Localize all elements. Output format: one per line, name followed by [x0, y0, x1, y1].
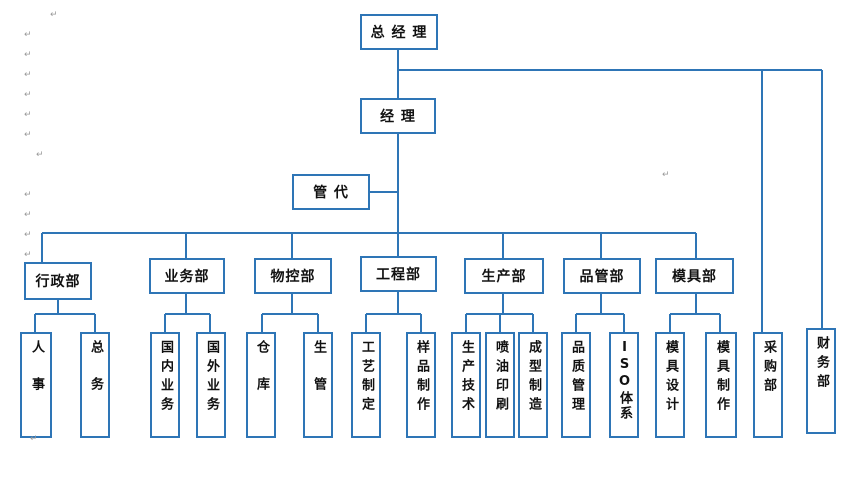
- production-dept-box: 生产部: [464, 258, 544, 294]
- purchasing-dept-label: 采购部: [761, 340, 776, 397]
- production-technology-box: 生产技术: [451, 332, 481, 438]
- management-representative-box: 管 代: [292, 174, 370, 210]
- mold-dept-box: 模具部: [655, 258, 734, 294]
- mold-making-label: 模具制作: [714, 340, 729, 416]
- business-dept-label: 业务部: [164, 269, 210, 285]
- material-control-dept-label: 物控部: [270, 269, 316, 285]
- process-planning-label: 工艺制定: [359, 340, 374, 416]
- engineering-dept-box: 工程部: [360, 256, 437, 292]
- paragraph-mark: ↵: [24, 50, 32, 60]
- general-affairs-label: 总务: [88, 340, 103, 414]
- spray-printing-label: 喷油印刷: [493, 340, 508, 416]
- paragraph-mark: ↵: [24, 130, 32, 140]
- mold-design-box: 模具设计: [655, 332, 685, 438]
- quality-dept-box: 品管部: [563, 258, 641, 294]
- quality-management-box: 品质管理: [561, 332, 591, 438]
- paragraph-mark: ↵: [36, 150, 44, 160]
- foreign-business-box: 国外业务: [196, 332, 226, 438]
- sample-making-box: 样品制作: [406, 332, 436, 438]
- quality-management-label: 品质管理: [569, 340, 584, 416]
- mold-dept-label: 模具部: [672, 269, 717, 285]
- finance-dept-box: 财务部: [806, 328, 836, 434]
- hr-label: 人事: [29, 340, 44, 414]
- general-affairs-box: 总务: [80, 332, 110, 438]
- spray-printing-box: 喷油印刷: [485, 332, 515, 438]
- general-manager-box: 总 经 理: [360, 14, 438, 50]
- paragraph-mark: ↵: [24, 190, 32, 200]
- paragraph-mark: ↵: [24, 70, 32, 80]
- quality-dept-label: 品管部: [579, 269, 625, 285]
- sample-making-label: 样品制作: [414, 340, 429, 416]
- production-dept-label: 生产部: [481, 269, 527, 285]
- production-technology-label: 生产技术: [459, 340, 474, 416]
- iso-system-label: ISO体系: [617, 340, 632, 421]
- molding-manufacturing-label: 成型制造: [526, 340, 541, 416]
- production-management-box: 生管: [303, 332, 333, 438]
- mold-making-box: 模具制作: [705, 332, 737, 438]
- process-planning-box: 工艺制定: [351, 332, 381, 438]
- paragraph-mark: ↵: [24, 210, 32, 220]
- warehouse-box: 仓库: [246, 332, 276, 438]
- business-dept-box: 业务部: [149, 258, 225, 294]
- purchasing-dept-box: 采购部: [753, 332, 783, 438]
- warehouse-label: 仓库: [254, 340, 269, 414]
- manager-label: 经 理: [380, 109, 416, 125]
- foreign-business-label: 国外业务: [204, 340, 219, 416]
- domestic-business-label: 国内业务: [158, 340, 173, 416]
- hr-box: 人事: [20, 332, 52, 438]
- paragraph-mark: ↵: [24, 90, 32, 100]
- production-management-label: 生管: [311, 340, 326, 414]
- domestic-business-box: 国内业务: [150, 332, 180, 438]
- paragraph-mark: ↵: [50, 10, 58, 20]
- admin-dept-box: 行政部: [24, 262, 92, 300]
- paragraph-mark: ↵: [24, 230, 32, 240]
- molding-manufacturing-box: 成型制造: [518, 332, 548, 438]
- paragraph-mark: ↵: [24, 110, 32, 120]
- manager-box: 经 理: [360, 98, 436, 134]
- material-control-dept-box: 物控部: [254, 258, 332, 294]
- general-manager-label: 总 经 理: [370, 25, 428, 41]
- mold-design-label: 模具设计: [663, 340, 678, 416]
- finance-dept-label: 财务部: [814, 336, 829, 393]
- admin-dept-label: 行政部: [35, 274, 81, 290]
- paragraph-mark: ↵: [662, 170, 670, 180]
- iso-system-box: ISO体系: [609, 332, 639, 438]
- management-representative-label: 管 代: [313, 185, 349, 201]
- paragraph-mark: ↵: [24, 30, 32, 40]
- engineering-dept-label: 工程部: [376, 267, 421, 283]
- paragraph-mark: ↵: [24, 250, 32, 260]
- paragraph-mark: ↵: [30, 434, 38, 444]
